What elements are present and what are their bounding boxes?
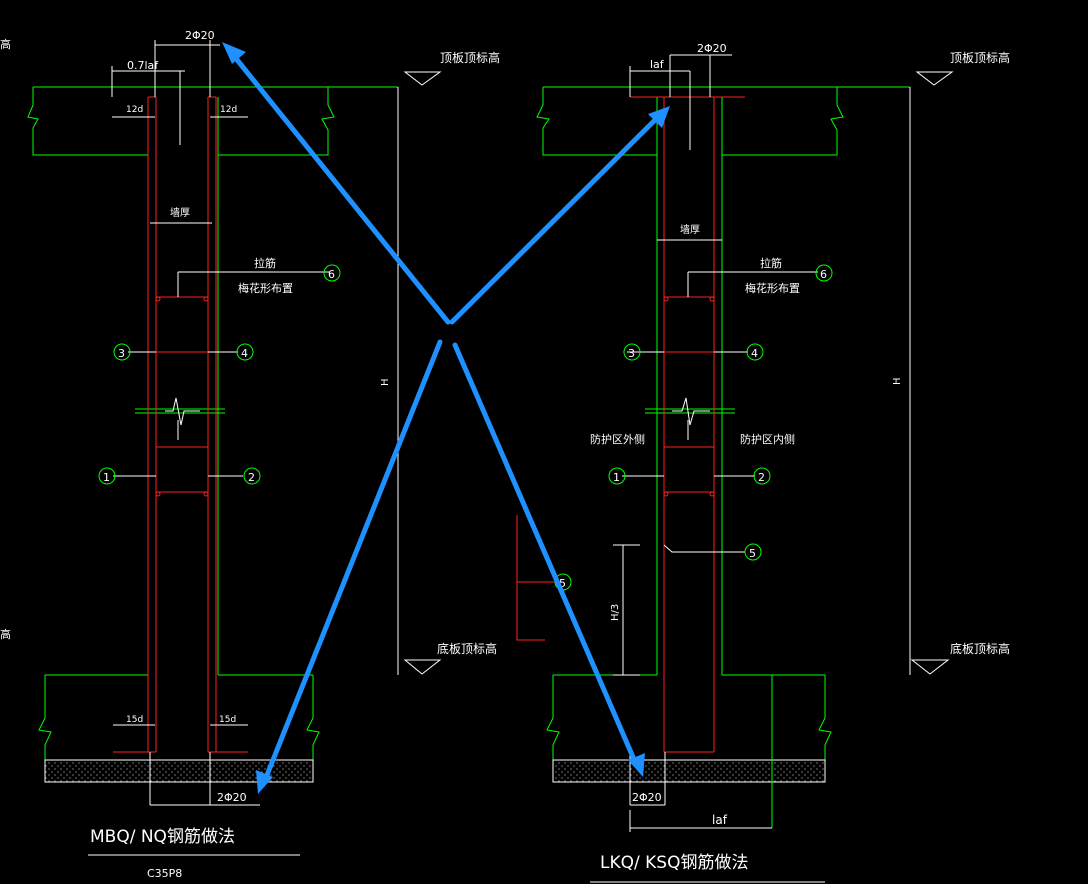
right-marker-4: 4 <box>746 343 764 361</box>
svg-text:3: 3 <box>118 347 125 360</box>
left-marker-1: 1 <box>98 467 116 485</box>
right-third-height-label: H/3 <box>610 604 621 621</box>
right-wall-thickness: 墙厚 <box>680 223 700 236</box>
left-tie-bar: 拉筋 <box>254 256 276 270</box>
svg-text:1: 1 <box>613 471 620 484</box>
right-panel: 2Φ20 laf 墙厚 拉筋 梅花形布置 防护区外侧 防护区内侧 顶板顶标高 底… <box>516 42 1010 883</box>
right-rebar <box>516 96 745 753</box>
left-edge-top-label: 高 <box>0 37 11 51</box>
left-foundation-hatch <box>44 759 314 783</box>
arrow-to-right-bottom <box>452 342 639 767</box>
left-rebar <box>113 96 248 753</box>
right-marker-1: 1 <box>608 467 626 485</box>
svg-text:6: 6 <box>820 268 827 281</box>
right-lap-top-label: laf <box>650 58 665 71</box>
left-hook-top-left: 12d <box>126 105 143 115</box>
right-marker-3: 3 <box>623 343 641 361</box>
arrow-to-left-bottom <box>262 339 443 783</box>
svg-text:6: 6 <box>328 268 335 281</box>
right-marker-5: 5 <box>744 543 762 561</box>
annotation-arrows <box>222 42 670 794</box>
left-hook-top-right: 12d <box>220 105 237 115</box>
left-hook-bottom-right: 15d <box>219 715 236 725</box>
right-bottom-slab <box>546 674 832 828</box>
left-marker-3: 3 <box>113 343 131 361</box>
left-subtitle: C35P8 <box>147 867 182 880</box>
right-lap-bottom-label: laf <box>712 813 728 827</box>
left-panel: 2Φ20 0.7laf 12d 12d 墙厚 拉筋 梅花形布置 顶板顶标高 底板… <box>0 29 500 880</box>
left-bottom-bar-label: 2Φ20 <box>217 791 247 804</box>
right-height-label: H <box>892 377 903 385</box>
arrowhead-right-bottom <box>628 753 645 777</box>
left-bottom-slab <box>38 674 320 783</box>
left-marker-6: 6 <box>323 264 341 282</box>
svg-text:2: 2 <box>248 471 255 484</box>
right-dimensions <box>590 54 954 883</box>
left-marker-4: 4 <box>236 343 254 361</box>
left-bottom-elevation: 底板顶标高 <box>437 641 497 656</box>
left-top-bar-label: 2Φ20 <box>185 29 215 42</box>
left-edge-bottom-label: 高 <box>0 627 11 641</box>
left-top-elevation: 顶板顶标高 <box>440 50 500 65</box>
right-top-slab <box>536 86 910 156</box>
left-hook-bottom-left: 15d <box>126 715 143 725</box>
right-outer-side: 防护区外侧 <box>590 432 645 446</box>
arrowhead-left-bottom <box>256 770 273 794</box>
right-foundation-hatch <box>552 759 826 783</box>
left-tie-layout: 梅花形布置 <box>238 281 293 295</box>
right-inner-side: 防护区内侧 <box>740 432 795 446</box>
right-bottom-elevation: 底板顶标高 <box>950 641 1010 656</box>
right-wall <box>645 155 735 675</box>
right-top-bar-label: 2Φ20 <box>697 42 727 55</box>
right-tie-bar: 拉筋 <box>760 256 782 270</box>
right-marker-6: 6 <box>815 264 833 282</box>
right-marker-2: 2 <box>753 467 771 485</box>
left-lap-top-label: 0.7laf <box>127 59 159 72</box>
left-top-slab <box>27 86 398 156</box>
arrow-to-left-top <box>231 53 451 325</box>
left-title: MBQ/ NQ钢筋做法 <box>90 827 235 847</box>
svg-text:4: 4 <box>751 347 758 360</box>
right-title: LKQ/ KSQ钢筋做法 <box>600 853 748 873</box>
svg-text:1: 1 <box>103 471 110 484</box>
svg-text:5: 5 <box>749 547 756 560</box>
left-marker-2: 2 <box>243 467 261 485</box>
arrowhead-left-top <box>222 42 246 64</box>
arrowhead-right-top <box>648 106 670 128</box>
svg-text:3: 3 <box>628 347 635 360</box>
right-tie-layout: 梅花形布置 <box>745 281 800 295</box>
left-wall-thickness: 墙厚 <box>170 206 190 219</box>
right-bottom-bar-label: 2Φ20 <box>632 791 662 804</box>
left-dimensions <box>88 40 442 856</box>
svg-text:4: 4 <box>241 347 248 360</box>
left-height-label: H <box>380 378 391 386</box>
svg-text:5: 5 <box>559 577 566 590</box>
svg-text:2: 2 <box>758 471 765 484</box>
right-top-elevation: 顶板顶标高 <box>950 50 1010 65</box>
arrow-to-right-top <box>449 115 660 325</box>
